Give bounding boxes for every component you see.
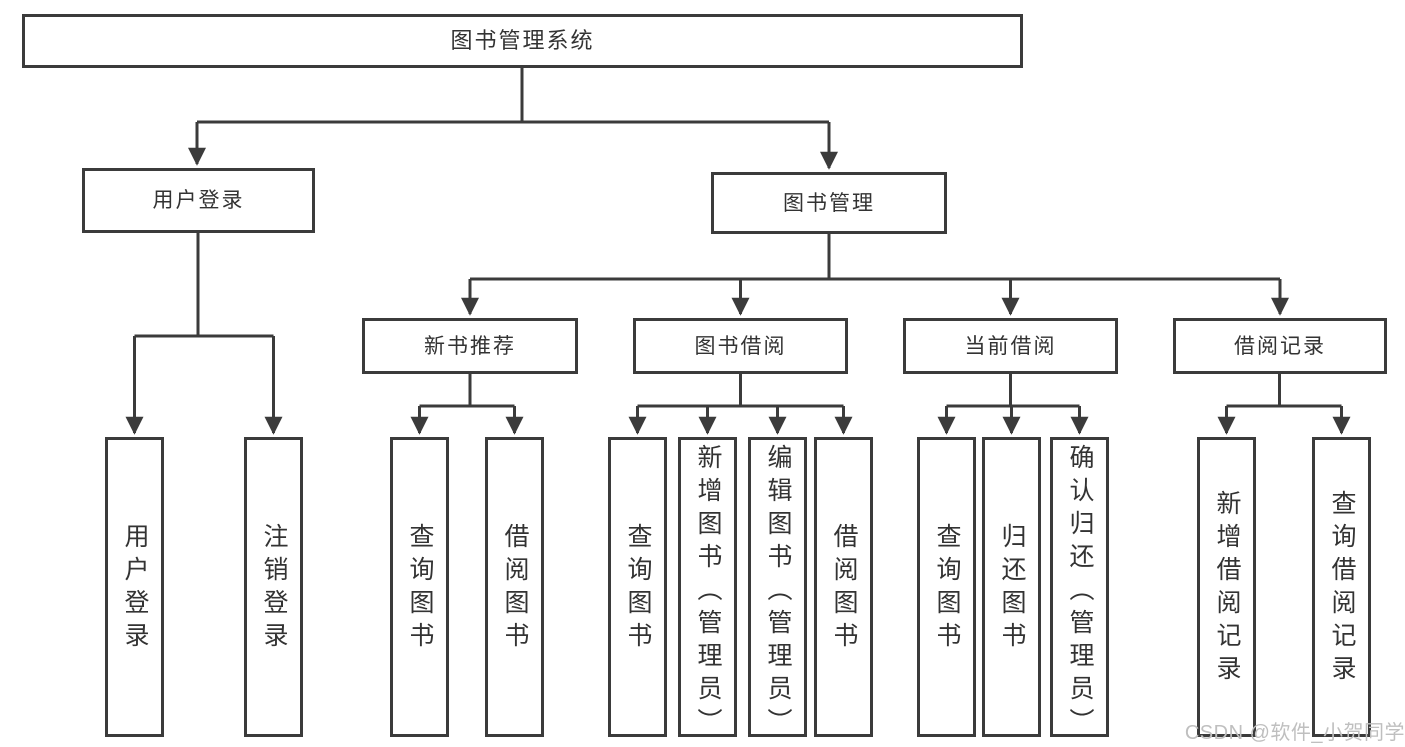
- leaf-borrow-books: 借阅图书: [814, 437, 873, 737]
- leaf-add-borrow-record: 新增借阅记录: [1197, 437, 1256, 737]
- leaf-add-book-admin: 新增图书（管理员）: [678, 437, 737, 741]
- node-user-login: 用户登录: [82, 168, 315, 233]
- node-book-management: 图书管理: [711, 172, 947, 234]
- csdn-watermark: CSDN @软件_小贺同学: [1184, 722, 1405, 744]
- leaf-return-books: 归还图书: [982, 437, 1041, 737]
- leaf-confirm-return-admin: 确认归还（管理员）: [1050, 437, 1109, 741]
- node-book-borrow: 图书借阅: [633, 318, 848, 374]
- node-new-book-recommend: 新书推荐: [362, 318, 578, 374]
- leaf-logout: 注销登录: [244, 437, 303, 737]
- leaf-query-borrow-record: 查询借阅记录: [1312, 437, 1371, 737]
- leaf-query-books-recommend: 查询图书: [390, 437, 449, 737]
- leaf-query-books-borrow: 查询图书: [608, 437, 667, 737]
- leaf-edit-book-admin: 编辑图书（管理员）: [748, 437, 807, 741]
- node-borrow-records: 借阅记录: [1173, 318, 1387, 374]
- node-current-borrow: 当前借阅: [903, 318, 1118, 374]
- leaf-query-books-current: 查询图书: [917, 437, 976, 737]
- leaf-borrow-books-recommend: 借阅图书: [485, 437, 544, 737]
- leaf-user-login: 用户登录: [105, 437, 164, 737]
- node-root-system: 图书管理系统: [22, 14, 1023, 68]
